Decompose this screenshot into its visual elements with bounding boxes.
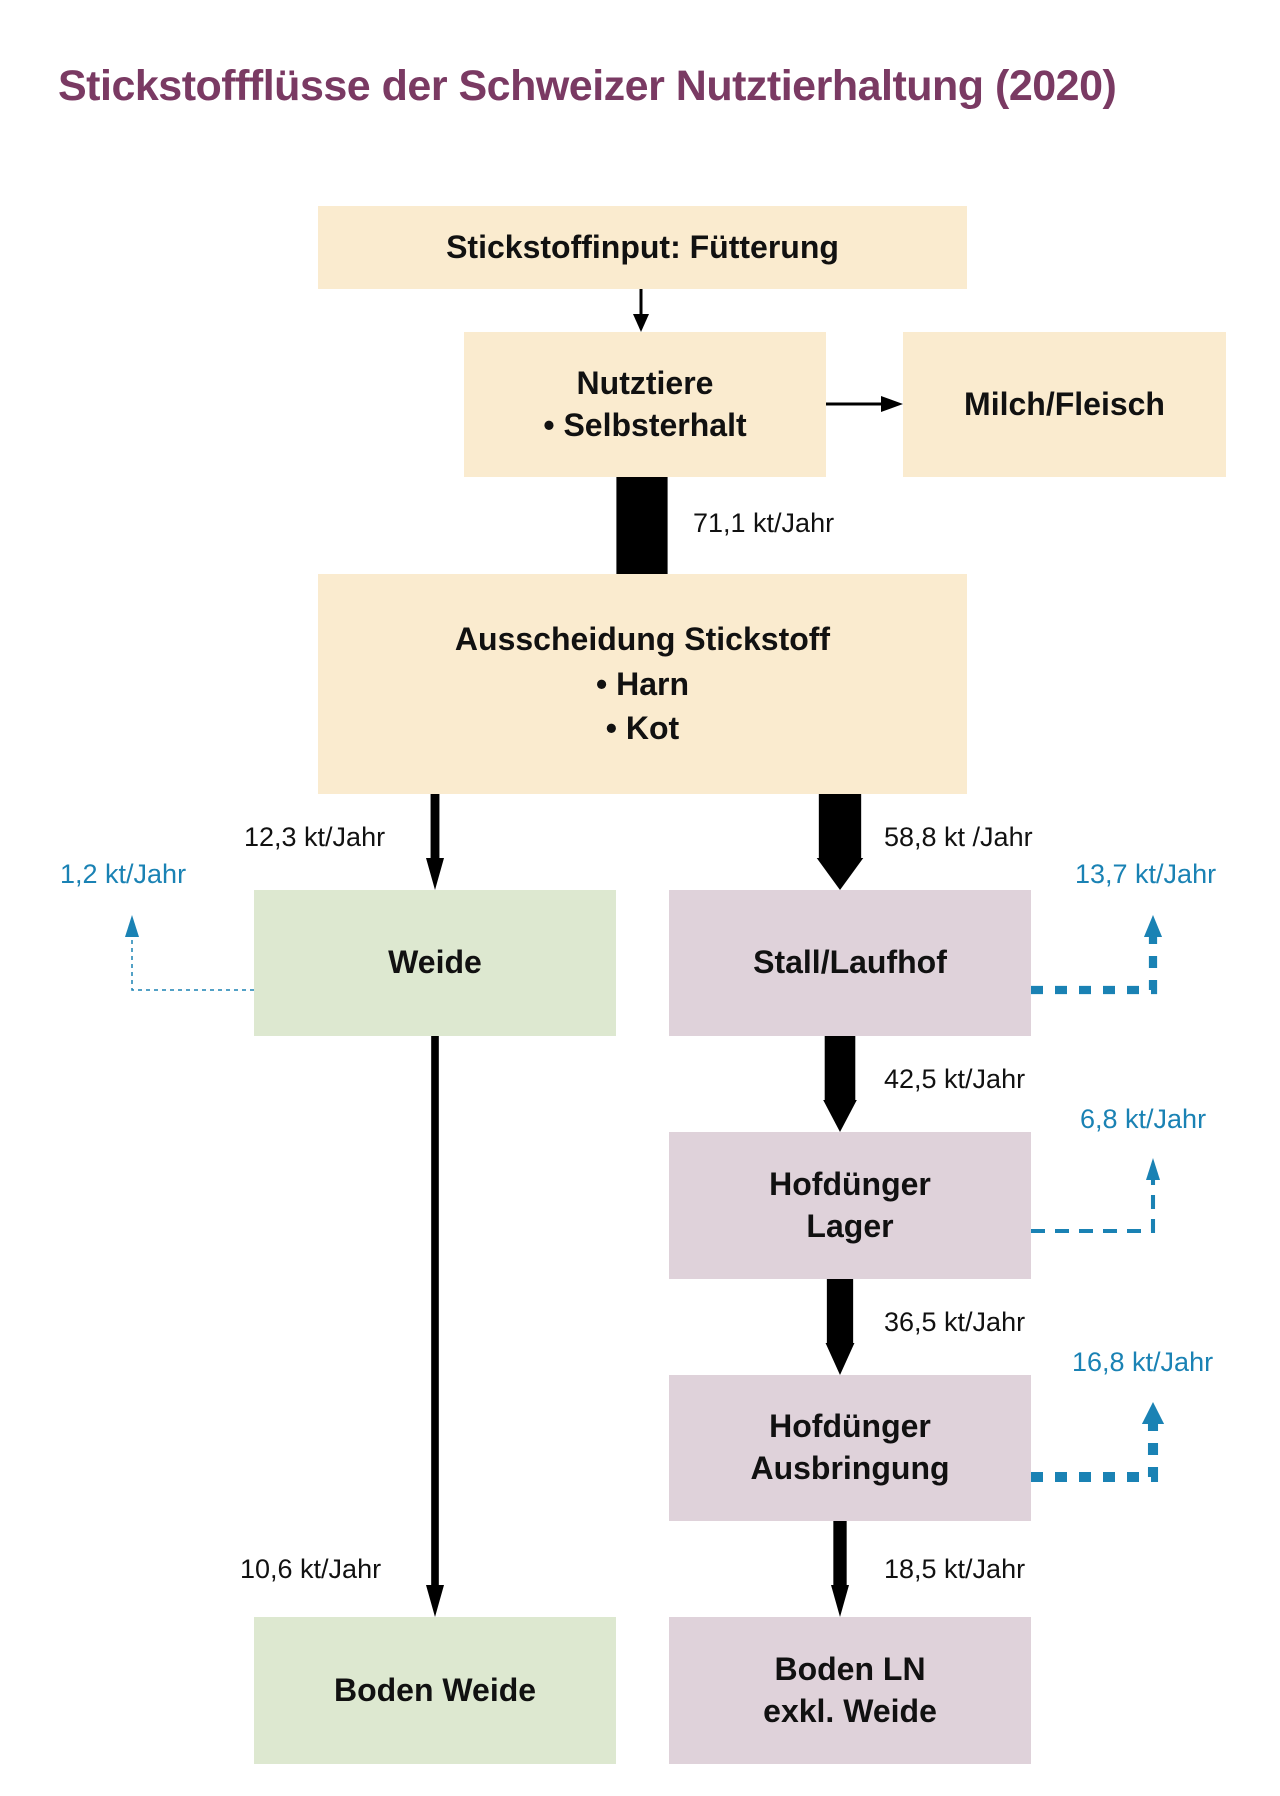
node-storage: Hofdünger Lager — [669, 1132, 1031, 1279]
flow-shaft — [818, 794, 862, 858]
flow-arrowhead — [825, 1343, 855, 1375]
emission-label-pasture: 1,2 kt/Jahr — [60, 859, 187, 889]
emission-label-storage: 6,8 kt/Jahr — [1080, 1104, 1207, 1134]
flow-label-storage: 42,5 kt/Jahr — [884, 1064, 1026, 1094]
emission-stable — [1031, 915, 1163, 995]
node-input: Stickstoffinput: Fütterung — [318, 206, 967, 289]
emission-pasture — [125, 915, 254, 991]
flow-arrowhead — [823, 1100, 857, 1132]
node-soil-pasture: Boden Weide — [254, 1617, 616, 1764]
flow-shaft — [833, 1521, 847, 1585]
flow-arrowhead — [816, 858, 864, 890]
node-pasture: Weide — [254, 890, 616, 1036]
diagram-title: Stickstoffflüsse der Schweizer Nutztierh… — [58, 62, 1117, 110]
node-input-label: Stickstoffinput: Fütterung — [446, 228, 839, 265]
flow-label-stable: 58,8 kt /Jahr — [884, 822, 1033, 852]
node-soil-ln-line2: exkl. Weide — [763, 1692, 937, 1729]
flow-shaft — [824, 1036, 856, 1100]
flow-label-soil-ln: 18,5 kt/Jahr — [884, 1554, 1026, 1584]
emission-path — [1031, 1424, 1159, 1483]
emission-label-stable: 13,7 kt/Jahr — [1075, 859, 1217, 889]
flow-shaft — [826, 1279, 854, 1343]
emission-arrowhead — [1143, 915, 1163, 937]
emission-application — [1031, 1402, 1165, 1483]
emission-arrowhead — [1141, 1402, 1165, 1424]
node-livestock-label: Nutztiere — [576, 364, 714, 401]
flow-label-soil-pasture: 10,6 kt/Jahr — [240, 1554, 382, 1584]
flow-excretion-pasture — [426, 794, 444, 890]
node-excretion-bullet-urine: • Harn — [596, 665, 689, 702]
emission-arrowhead — [1146, 1158, 1160, 1180]
emission-path — [1031, 1180, 1156, 1234]
emission-path — [1031, 937, 1158, 995]
node-storage-line2: Lager — [806, 1207, 894, 1244]
node-products-label: Milch/Fleisch — [964, 385, 1165, 422]
flow-shaft — [616, 477, 668, 574]
node-excretion-label: Ausscheidung Stickstoff — [454, 620, 831, 657]
node-application: Hofdünger Ausbringung — [669, 1375, 1031, 1521]
flow-arrowhead — [426, 858, 444, 890]
flow-stable-storage — [823, 1036, 857, 1132]
node-storage-line1: Hofdünger — [769, 1165, 931, 1202]
flow-shaft — [430, 794, 440, 858]
node-soil-ln: Boden LN exkl. Weide — [669, 1617, 1031, 1764]
node-livestock-bullet: • Selbsterhalt — [543, 406, 747, 443]
node-stable: Stall/Laufhof — [669, 890, 1031, 1036]
flow-shaft — [431, 1036, 439, 1585]
node-products: Milch/Fleisch — [903, 332, 1226, 477]
flow-livestock-excretion — [616, 477, 668, 574]
flow-storage-application — [825, 1279, 855, 1375]
node-application-line2: Ausbringung — [750, 1450, 950, 1486]
flow-excretion-stable — [816, 794, 864, 890]
flow-application-soil_ln — [831, 1521, 849, 1617]
flow-label-excretion: 71,1 kt/Jahr — [693, 508, 835, 538]
emission-arrowhead — [125, 915, 139, 937]
emission-path — [131, 937, 254, 991]
flow-label-application: 36,5 kt/Jahr — [884, 1307, 1026, 1337]
flow-label-pasture: 12,3 kt/Jahr — [244, 822, 386, 852]
flow-input-livestock — [633, 289, 649, 332]
node-stable-label: Stall/Laufhof — [753, 944, 947, 981]
node-application-line1: Hofdünger — [769, 1408, 931, 1445]
node-livestock: Nutztiere • Selbsterhalt — [464, 332, 826, 477]
emission-storage — [1031, 1158, 1160, 1234]
node-excretion: Ausscheidung Stickstoff • Harn • Kot — [318, 574, 967, 794]
node-soil-pasture-label: Boden Weide — [333, 1671, 537, 1708]
flow-arrowhead — [831, 1585, 849, 1617]
node-soil-ln-line1: Boden LN — [774, 1650, 926, 1687]
node-excretion-bullet-feces: • Kot — [605, 710, 680, 747]
node-pasture-label: Weide — [388, 944, 482, 981]
flow-livestock-products — [826, 396, 903, 412]
flow-pasture-soil_pasture — [426, 1036, 444, 1617]
flow-arrowhead — [426, 1585, 444, 1617]
emission-label-application: 16,8 kt/Jahr — [1072, 1347, 1214, 1377]
